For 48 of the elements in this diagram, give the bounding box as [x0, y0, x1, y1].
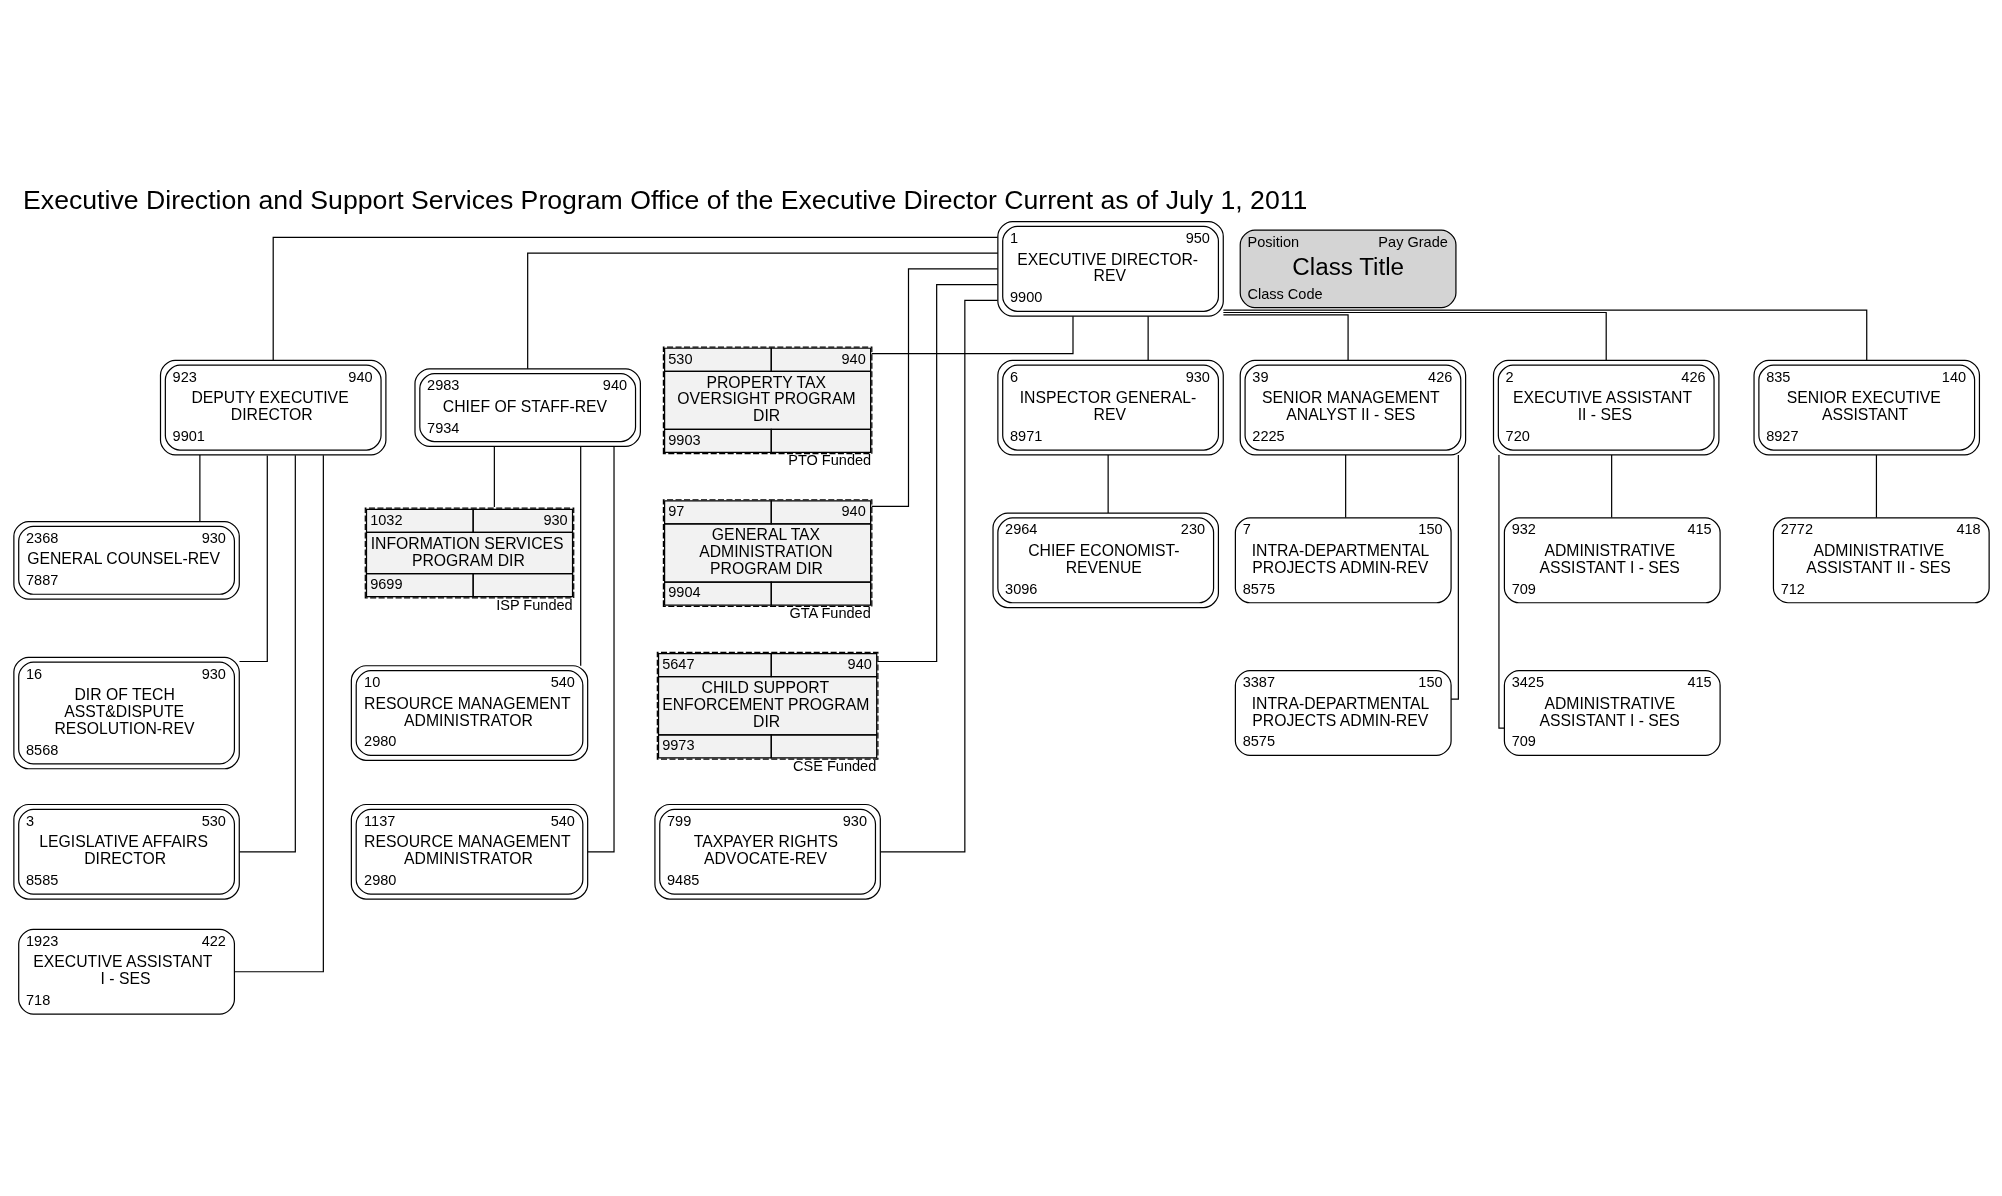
- node-box: 1 950 EXECUTIVE DIRECTOR-REV 9900: [996, 220, 1224, 317]
- connector: [238, 454, 296, 852]
- connector: [1450, 454, 1459, 700]
- node-box: 2 426 EXECUTIVE ASSISTANT II - SES 720: [1492, 359, 1719, 455]
- connector: [493, 445, 495, 508]
- connector: [1222, 309, 1867, 361]
- connector: [579, 445, 581, 666]
- node-box: 3 530 LEGISLATIVE AFFAIRS DIRECTOR 8585: [12, 803, 240, 900]
- node-box: 2368 930 GENERAL COUNSEL-REV 7887: [12, 520, 240, 600]
- node-box: 2964 230 CHIEF ECONOMIST-REVENUE 3096: [991, 511, 1219, 608]
- connector: [879, 299, 998, 852]
- node-box: 1923 422 EXECUTIVE ASSISTANT I - SES 718: [17, 928, 235, 1015]
- node-label: ISP Funded: [495, 596, 573, 613]
- connector: [272, 236, 998, 361]
- connector: [1222, 311, 1607, 361]
- node-label: CSE Funded: [792, 757, 876, 774]
- connector: [1497, 453, 1505, 729]
- node-box: 16 930 DIR OF TECH ASST&DISPUTE RESOLUTION-REV 8568: [12, 656, 240, 769]
- node-box: 923 940 DEPUTY EXECUTIVE DIRECTOR 9901: [159, 359, 386, 455]
- node-box: 6 930 INSPECTOR GENERAL-REV 8971: [996, 359, 1224, 455]
- node-box: 3387 150 INTRA-DEPARTMENTAL PROJECTS ADMIN-REV 8575: [1234, 669, 1452, 756]
- connector: [870, 315, 1074, 354]
- connector: [1222, 313, 1349, 361]
- node-box: Position Pay Grade Class Title Class Code: [1239, 229, 1457, 308]
- connector: [1875, 454, 1877, 518]
- node-box: 932 415 ADMINISTRATIVE ASSISTANT I - SES 709: [1503, 516, 1721, 603]
- connector: [876, 283, 998, 662]
- connector: [526, 252, 998, 369]
- connector: [238, 454, 268, 662]
- node-box: 1137 540 RESOURCE MANAGEMENT ADMINISTRATOR 2980: [350, 803, 588, 900]
- node-box: 39 426 SENIOR MANAGEMENT ANALYST II - SES 2225: [1239, 359, 1466, 455]
- connector: [1147, 315, 1149, 361]
- diagram-title: Executive Direction and Support Services Program Office of the Executive Director Current as of July 1, 2011: [22, 184, 1307, 215]
- node-box: 3425 415 ADMINISTRATIVE ASSISTANT I - SES 709: [1503, 669, 1721, 756]
- connector: [1107, 454, 1109, 513]
- connector: [1610, 454, 1612, 518]
- connector: [233, 454, 324, 972]
- connector: [1344, 454, 1346, 518]
- node-box: 799 930 TAXPAYER RIGHTS ADVOCATE-REV 9485: [653, 803, 881, 900]
- node-box: 7 150 INTRA-DEPARTMENTAL PROJECTS ADMIN-REV 8575: [1234, 516, 1452, 603]
- node-box: 835 140 SENIOR EXECUTIVE ASSISTANT 8927: [1752, 359, 1980, 455]
- connector: [198, 454, 200, 522]
- node-box: 2772 418 ADMINISTRATIVE ASSISTANT II - SES 712: [1772, 516, 1990, 603]
- node-label: PTO Funded: [787, 451, 871, 468]
- node-box: 10 540 RESOURCE MANAGEMENT ADMINISTRATOR 2980: [350, 664, 588, 761]
- node-box: 2983 940 CHIEF OF STAFF-REV 7934: [413, 367, 641, 447]
- connector: [870, 267, 998, 507]
- node-label: GTA Funded: [788, 604, 871, 621]
